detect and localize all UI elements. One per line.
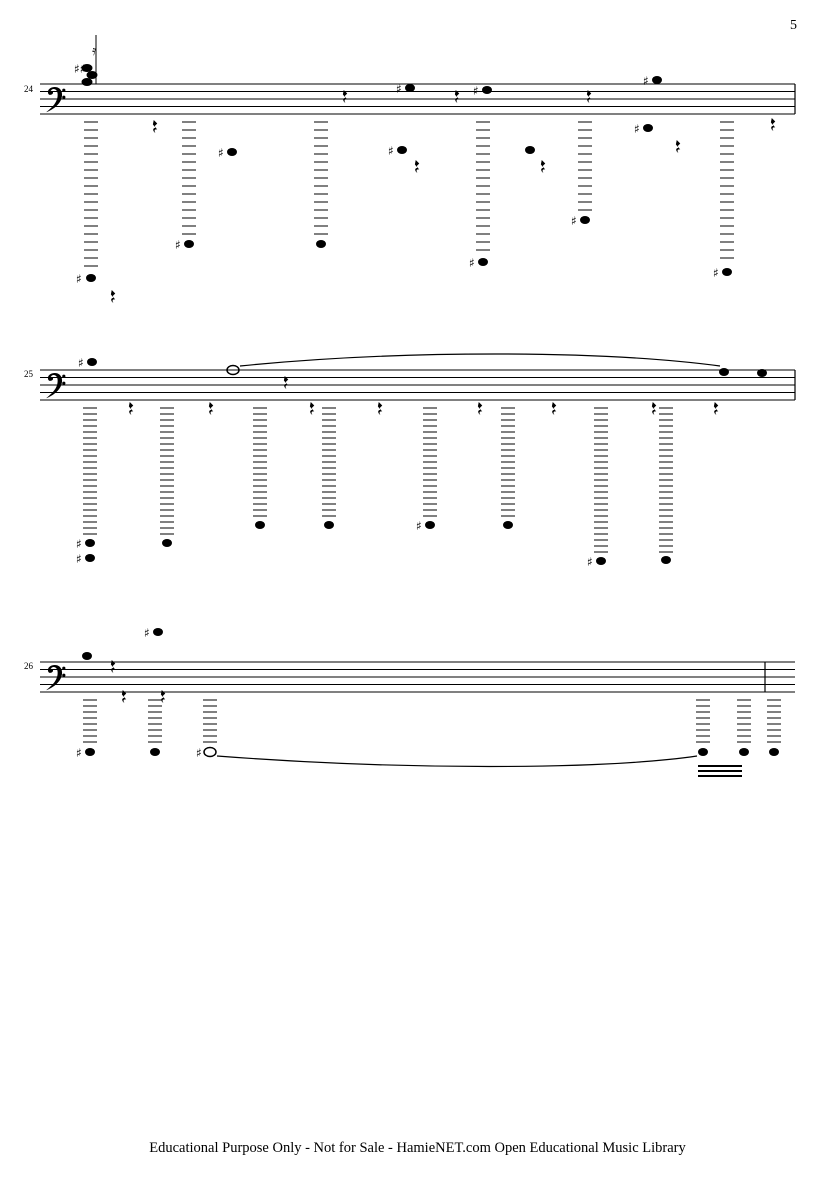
measure-number: 25: [24, 369, 34, 379]
system-3: 26 ♯ ♯ ♯: [24, 626, 795, 777]
ledger-lines: [84, 121, 734, 267]
measure-number: 24: [24, 84, 34, 94]
staff-lines: [40, 661, 795, 693]
bass-clef-icon: [46, 86, 66, 113]
notes: ♯ ♯ ♯ ♯ ♯: [76, 356, 767, 569]
svg-text:♯: ♯: [587, 555, 593, 569]
tie: [239, 353, 721, 367]
rests: [128, 376, 719, 416]
system-2: 25 ♯ ♯ ♯ ♯ ♯: [24, 353, 796, 569]
svg-text:♯: ♯: [634, 122, 640, 136]
svg-text:♯: ♯: [416, 519, 422, 533]
footer-notice: Educational Purpose Only - Not for Sale …: [149, 1140, 686, 1156]
notes: ♯ ♯ ♯ ♯ ♯ ♯ ♯ ♯ ♯ ♯ ♯: [76, 74, 732, 286]
svg-text:♯: ♯: [78, 356, 84, 370]
svg-text:♯: ♯: [571, 214, 577, 228]
svg-text:♯: ♯: [643, 74, 649, 88]
svg-text:♯: ♯: [713, 266, 719, 280]
staff-lines: [40, 83, 795, 115]
page-number: 5: [790, 18, 797, 33]
svg-text:♯: ♯: [388, 144, 394, 158]
svg-text:♯: ♯: [218, 146, 224, 160]
svg-text:♯: ♯: [396, 82, 402, 96]
chord: ♯♯ 𝄿: [74, 35, 98, 86]
svg-text:♯: ♯: [144, 626, 150, 640]
tie: [216, 755, 698, 768]
ledger-lines: [83, 407, 673, 553]
svg-text:𝄿: 𝄿: [92, 43, 97, 59]
measure-number: 26: [24, 661, 34, 671]
bass-clef-icon: [46, 664, 66, 691]
svg-text:♯: ♯: [175, 238, 181, 252]
notes: ♯ ♯ ♯: [76, 626, 779, 760]
svg-text:♯: ♯: [473, 84, 479, 98]
rests: [110, 90, 776, 304]
system-1: 24 ♯♯ 𝄿 ♯ ♯: [24, 35, 796, 304]
svg-text:♯: ♯: [469, 256, 475, 270]
svg-text:♯: ♯: [76, 537, 82, 551]
svg-text:♯: ♯: [76, 552, 82, 566]
svg-text:♯: ♯: [196, 746, 202, 760]
staff-lines: [40, 369, 795, 401]
ledger-lines: [83, 699, 781, 743]
bass-clef-icon: [46, 372, 66, 399]
rests: [110, 660, 166, 704]
svg-text:♯: ♯: [76, 746, 82, 760]
svg-text:♯: ♯: [76, 272, 82, 286]
beam: [698, 765, 742, 777]
svg-text:♯♯: ♯♯: [74, 62, 86, 76]
